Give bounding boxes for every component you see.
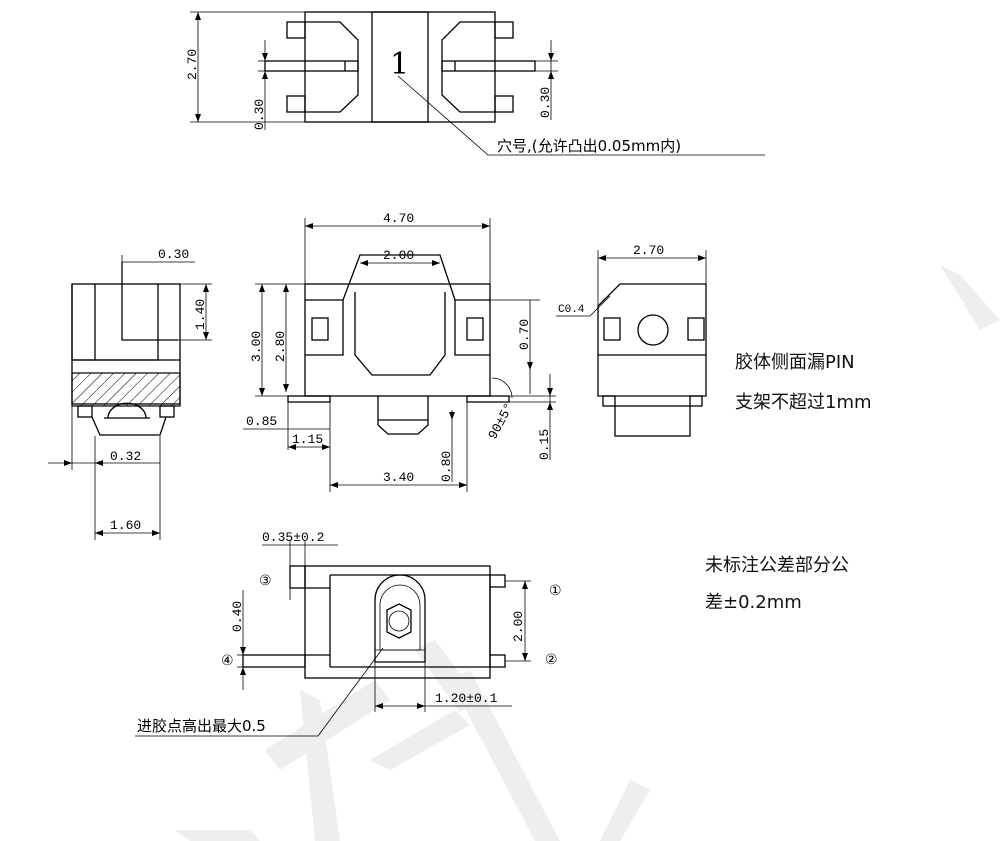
dim-front-left-pin-w: 1.15 [292,432,323,447]
pin-3-label: ③ [259,573,272,589]
dim-front-height: 3.00 [249,331,264,362]
dim-bottom-pin-w: 0.35±0.2 [262,530,324,545]
dim-front-bottom-h: 0.80 [439,451,454,482]
dim-front-left-pin: 0.85 [246,414,277,429]
watermark [175,265,1000,841]
tolerance-note-line1: 未标注公差部分公 [705,555,849,576]
dim-top-height: 2.70 [185,49,200,80]
dim-side-width: 1.60 [110,518,141,533]
dim-side-knob: 1.40 [193,299,208,330]
dim-front-bottom-w: 3.40 [383,470,414,485]
dim-bottom-gate: 1.20±0.1 [435,691,498,706]
pin-1-label: ① [549,583,562,599]
right-view: 2.70 C0.4 [556,243,707,437]
dim-top-pin-right: 0.30 [538,87,553,118]
notes: 胶体侧面漏PIN 支架不超过1mm 未标注公差部分公 差±0.2mm [705,352,872,613]
dim-bottom-pin-t: 0.40 [230,601,245,632]
dim-front-width: 4.70 [383,211,414,226]
dim-bottom-pitch: 2.00 [511,611,526,642]
dim-front-height-inner: 2.80 [273,331,288,362]
hole-note: 穴号,(允许凸出0.05mm内) [497,137,681,155]
pin-4-label: ④ [221,653,234,669]
dim-front-chamfer-angle: 90±5° [485,400,517,441]
top-view: 1 2.70 0.30 0.30 穴号,(允许凸出0.05mm内) [185,11,765,156]
hole-label: 1 [390,47,409,82]
pin-2-label: ② [545,652,558,668]
dim-front-pin-t: 0.15 [537,429,552,460]
dim-side-base: 0.32 [110,449,141,464]
side-view: 0.30 1.40 0.32 1.60 [48,247,212,540]
dim-right-chamfer: C0.4 [558,304,585,316]
gate-note: 进胶点高出最大0.5 [137,717,266,735]
front-view: 4.70 2.00 3.00 2.80 0.70 0.15 90±5° [243,211,556,492]
tolerance-note-line2: 差±0.2mm [705,592,802,613]
bottom-view: 0.35±0.2 0.40 2.00 1.20±0.1 ① ② ③ ④ 进胶点高… [135,530,562,737]
dim-top-pin-left: 0.30 [252,99,267,130]
dim-side-top: 0.30 [158,247,189,262]
dim-front-pin-h: 0.70 [517,319,532,350]
dim-front-button: 2.00 [383,248,414,263]
dim-right-width: 2.70 [633,243,664,258]
pin-expose-note-line2: 支架不超过1mm [735,392,872,413]
pin-expose-note-line1: 胶体侧面漏PIN [735,352,855,373]
